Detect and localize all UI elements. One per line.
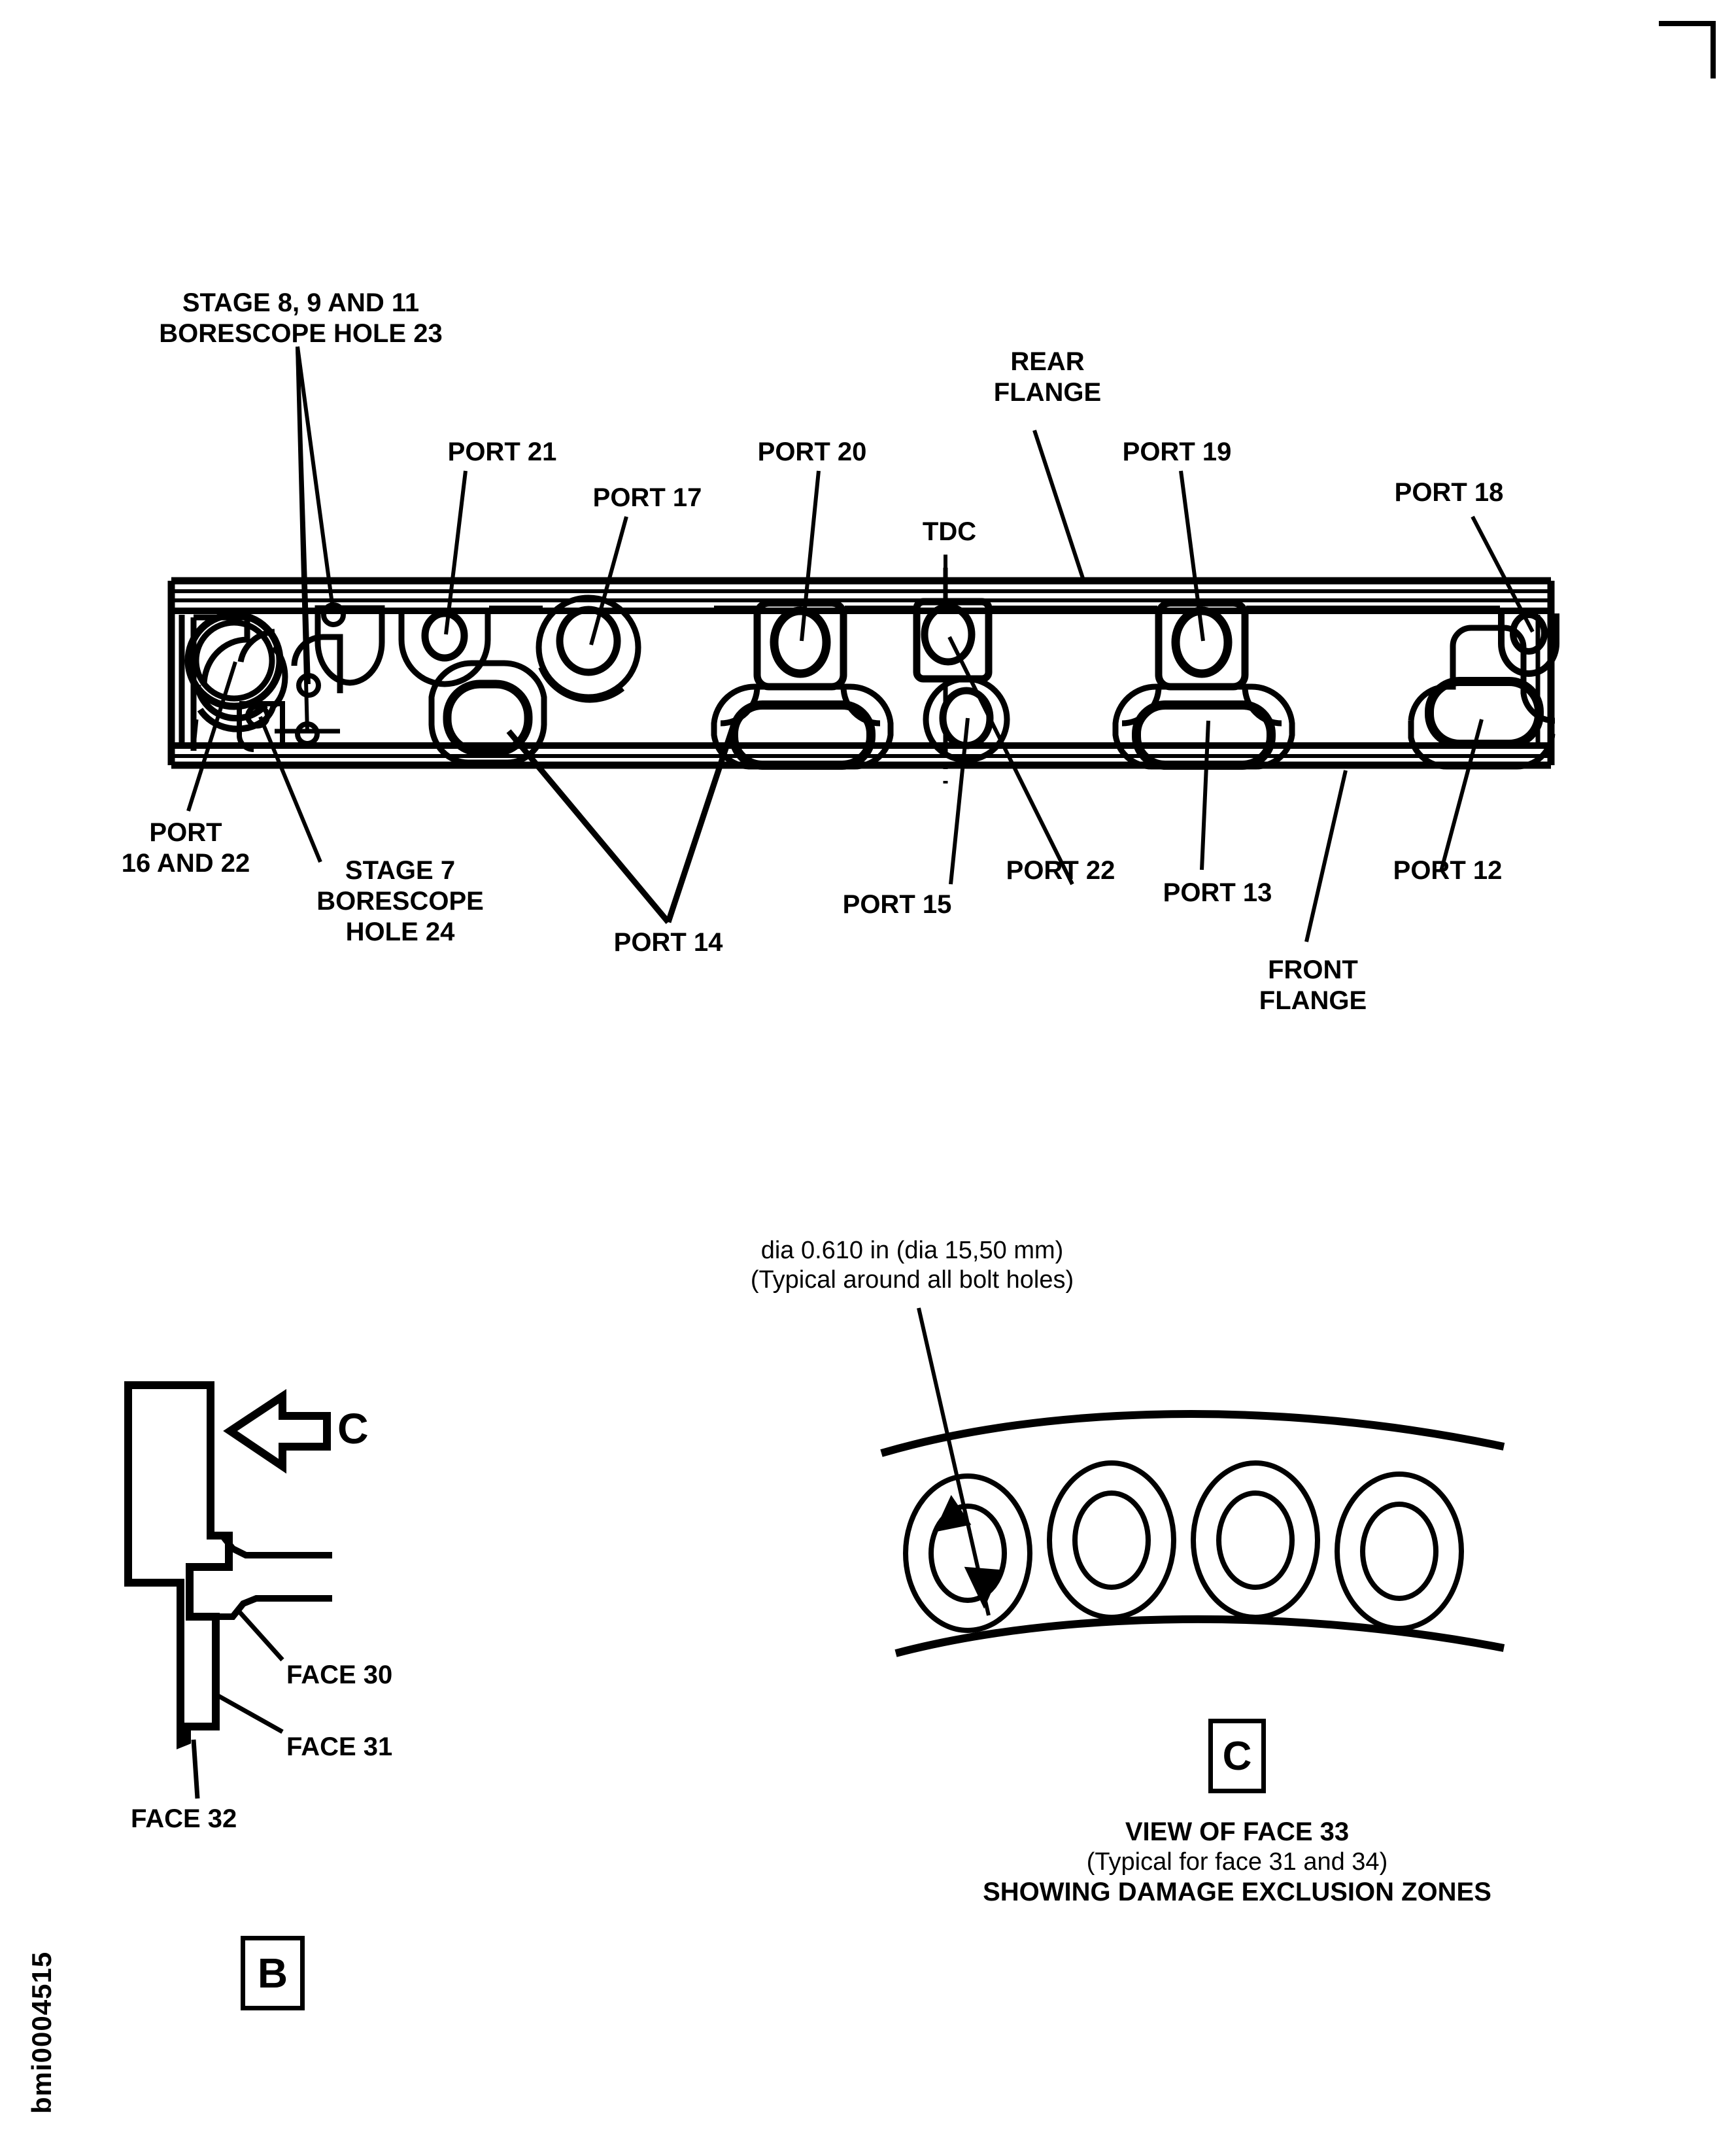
label-front-flange: FRONT FLANGE <box>1259 955 1367 1016</box>
caption-line: (Typical for face 31 and 34) <box>1086 1848 1388 1876</box>
port-21-boss <box>398 610 491 687</box>
label-port-13: PORT 13 <box>1163 878 1272 908</box>
view-c-section <box>880 1307 1505 1657</box>
label-port-20: PORT 20 <box>758 437 867 468</box>
label-line: TDC <box>922 517 977 546</box>
label-port-12: PORT 12 <box>1393 855 1503 886</box>
port-17-boss <box>536 594 641 703</box>
label-line: FRONT <box>1268 955 1358 984</box>
label-line: PORT 12 <box>1393 856 1503 885</box>
note-bolt-hole-diameter: dia 0.610 in (dia 15,50 mm) (Typical aro… <box>751 1236 1074 1295</box>
label-line: HOLE 24 <box>345 918 455 947</box>
label-port-18: PORT 18 <box>1395 477 1504 508</box>
stage-8-9-11-borescope-pocket <box>315 602 385 686</box>
view-b-letter: B <box>257 1950 288 1997</box>
label-line: PORT 18 <box>1394 478 1504 507</box>
label-port-17: PORT 17 <box>593 483 702 513</box>
bolt-hole-diameter-arrow <box>917 1307 1001 1616</box>
label-line: REAR <box>1010 347 1085 376</box>
note-line: (Typical around all bolt holes) <box>750 1265 1074 1294</box>
label-line: 16 AND 22 <box>121 849 250 878</box>
label-line: FLANGE <box>993 378 1102 407</box>
casing-main-view <box>167 568 1559 783</box>
view-b-letter-box: B <box>241 1936 305 2010</box>
label-line: PORT 22 <box>1006 856 1115 885</box>
port-14-boss-a <box>428 660 547 766</box>
label-port-14: PORT 14 <box>614 927 723 958</box>
view-b-arrow-c <box>223 1388 331 1474</box>
crop-mark-top-right <box>1659 21 1716 78</box>
label-line: FLANGE <box>1259 986 1367 1016</box>
label-line: PORT 19 <box>1122 438 1232 466</box>
bolt-hole-group <box>903 1460 1464 1633</box>
port-12-boss <box>1408 625 1556 770</box>
label-line: PORT 13 <box>1163 878 1272 907</box>
label-line: PORT 21 <box>447 438 557 466</box>
view-c-letter: C <box>1222 1733 1252 1779</box>
label-line: PORT <box>149 818 222 847</box>
label-stage-8-9-11-borescope: STAGE 8, 9 AND 11 BORESCOPE HOLE 23 <box>159 288 442 349</box>
label-line: BORESCOPE <box>316 887 484 916</box>
label-line: BORESCOPE HOLE 23 <box>159 319 443 349</box>
leader-lines-top <box>296 346 1535 733</box>
view-c-letter-box: C <box>1208 1719 1266 1793</box>
label-port-19: PORT 19 <box>1123 437 1232 468</box>
label-face-30: FACE 30 <box>286 1661 393 1689</box>
label-line: STAGE 7 <box>345 856 456 885</box>
label-face-31: FACE 31 <box>286 1732 393 1761</box>
note-line: dia 0.610 in (dia 15,50 mm) <box>760 1237 1064 1264</box>
port-14-boss-b <box>711 683 894 770</box>
label-rear-flange: REAR FLANGE <box>994 347 1101 408</box>
port-13-boss <box>1112 683 1295 770</box>
label-port-21: PORT 21 <box>448 437 557 468</box>
view-b-section <box>124 1381 332 1799</box>
label-port-16-and-22: PORT 16 AND 22 <box>122 817 250 879</box>
label-line: STAGE 8, 9 AND 11 <box>182 288 420 317</box>
leader-lines-bottom <box>186 636 1484 942</box>
label-tdc: TDC <box>923 517 976 547</box>
label-line: PORT 15 <box>842 890 952 919</box>
label-line: PORT 14 <box>613 928 723 957</box>
tdc-port-22-boss <box>913 568 993 783</box>
label-line: PORT 17 <box>592 483 702 512</box>
view-b-arrow-letter: C <box>337 1404 369 1453</box>
caption-line: VIEW OF FACE 33 <box>1125 1817 1350 1846</box>
label-stage-7-borescope: STAGE 7 BORESCOPE HOLE 24 <box>316 855 484 948</box>
figure-id-code: bmi0004515 <box>26 1951 57 2114</box>
label-line: PORT 20 <box>757 438 867 466</box>
caption-line: SHOWING DAMAGE EXCLUSION ZONES <box>983 1878 1491 1907</box>
label-face-32: FACE 32 <box>131 1804 237 1833</box>
label-port-15: PORT 15 <box>843 889 952 920</box>
label-port-22: PORT 22 <box>1006 855 1115 886</box>
view-c-caption: VIEW OF FACE 33 (Typical for face 31 and… <box>983 1817 1491 1908</box>
